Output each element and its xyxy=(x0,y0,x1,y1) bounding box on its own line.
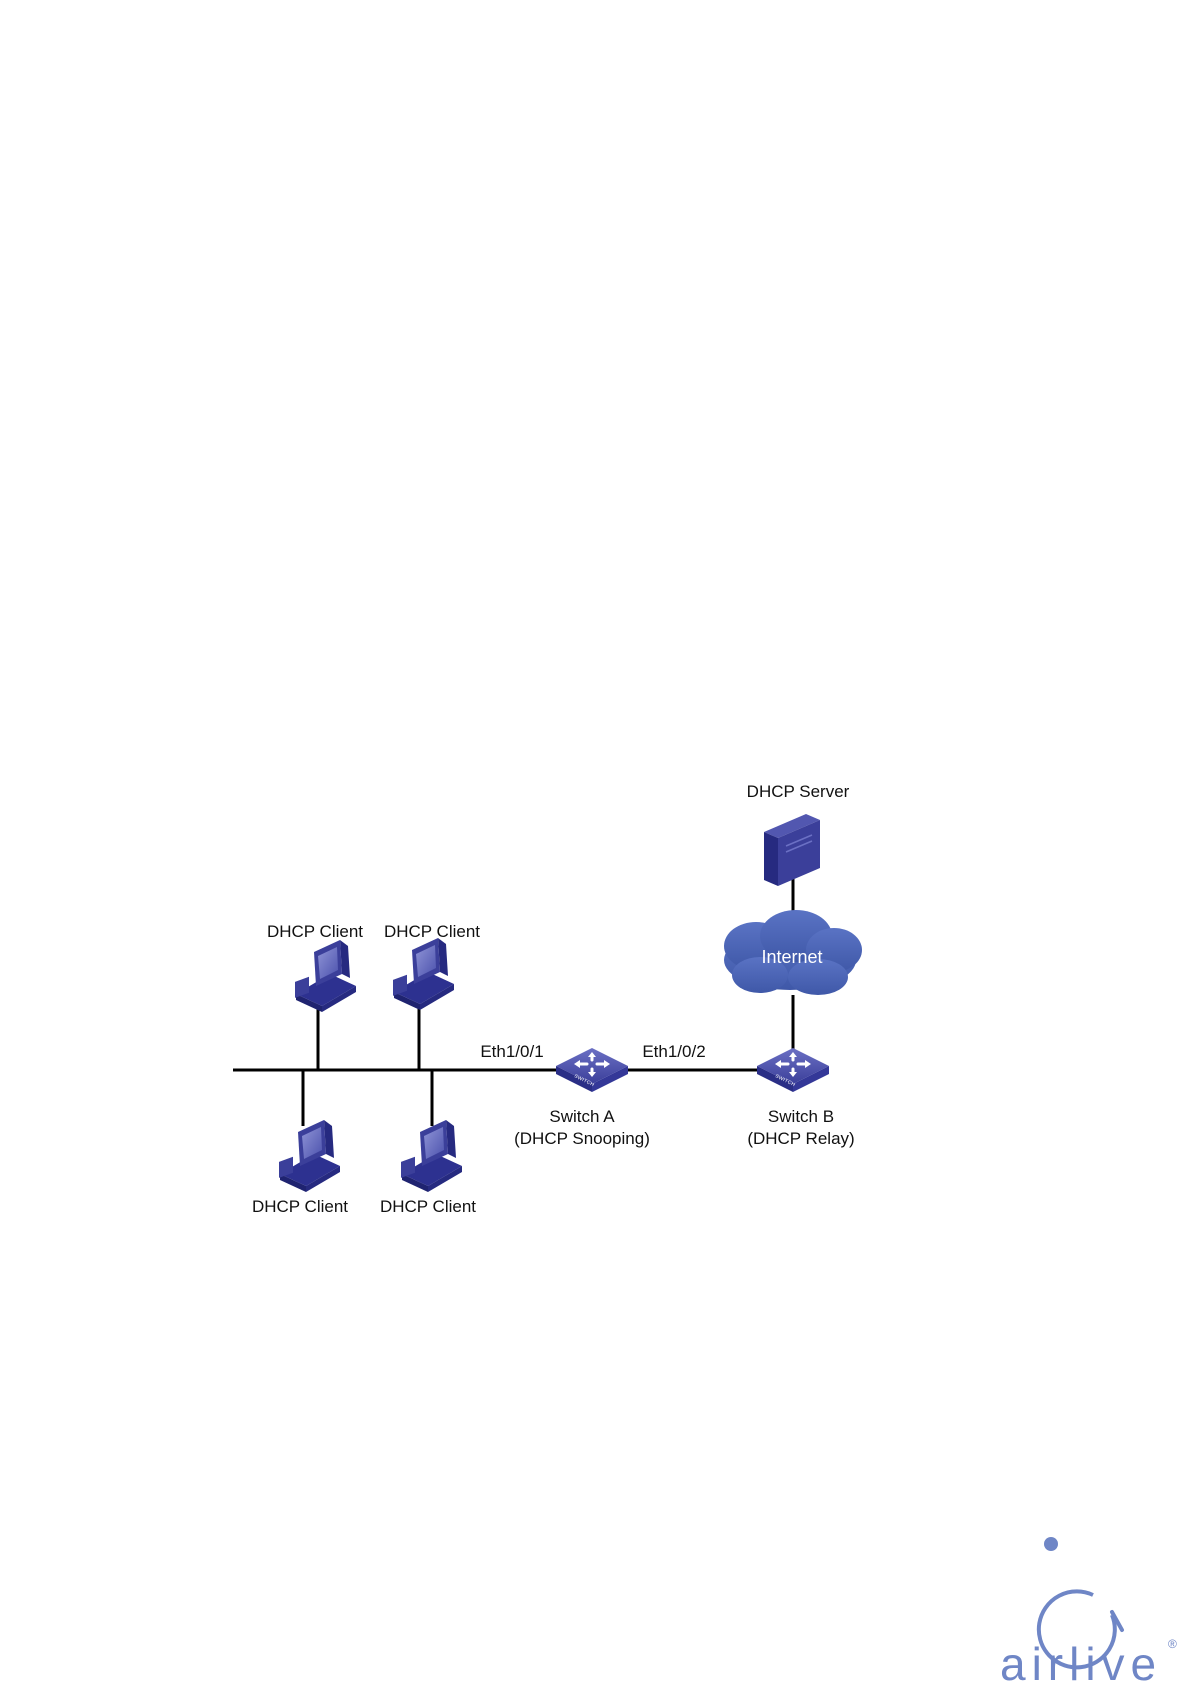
switch-b-port-label: Eth1/0/2 xyxy=(642,1042,705,1061)
switch-a-role-label: (DHCP Snooping) xyxy=(514,1129,650,1148)
dhcp-server-icon xyxy=(764,814,820,886)
switch-a-label: Switch A xyxy=(549,1107,615,1126)
switch-b-label: Switch B xyxy=(768,1107,834,1126)
switch-a-port-label: Eth1/0/1 xyxy=(480,1042,543,1061)
logo-text: airlive xyxy=(1000,1638,1162,1684)
client-top-1-label: DHCP Client xyxy=(267,922,363,941)
dhcp-server-label: DHCP Server xyxy=(747,782,850,801)
client-top-2-label: DHCP Client xyxy=(384,922,480,941)
switch-b-icon: SWITCH xyxy=(757,1048,829,1092)
client-bottom-2-label: DHCP Client xyxy=(380,1197,476,1216)
logo-registered-mark: ® xyxy=(1168,1637,1177,1651)
logo-dot xyxy=(1044,1537,1058,1551)
switch-b-role-label: (DHCP Relay) xyxy=(747,1129,854,1148)
pc-icon-client-bottom-2 xyxy=(401,1120,462,1192)
airlive-logo: airlive ® xyxy=(1000,1537,1177,1684)
pc-icon-client-top-2 xyxy=(393,938,454,1010)
pc-icon-client-bottom-1 xyxy=(279,1120,340,1192)
switch-a-icon: SWITCH xyxy=(556,1048,628,1092)
pc-icon-client-top-1 xyxy=(295,940,356,1012)
client-bottom-1-label: DHCP Client xyxy=(252,1197,348,1216)
internet-label: Internet xyxy=(761,947,822,967)
